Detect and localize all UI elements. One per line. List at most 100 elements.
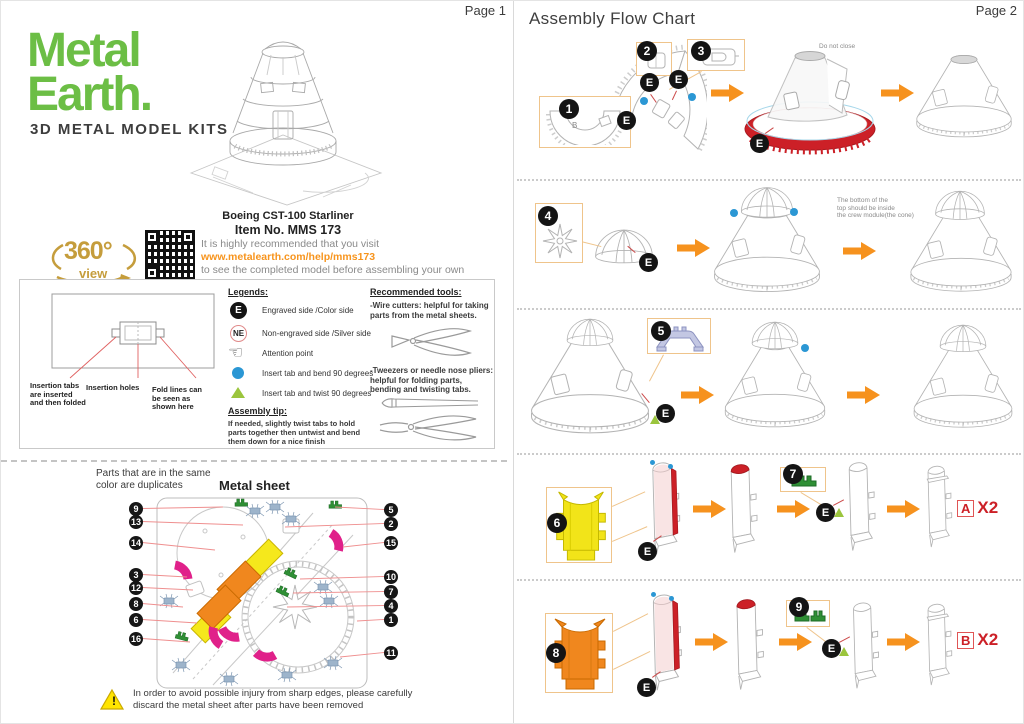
bend-dot-icon	[668, 464, 673, 469]
assembly-tip-text: If needed, slightly twist tabs to hold p…	[228, 419, 361, 446]
flow-arrow-icon	[847, 385, 881, 405]
warning-exclamation: !	[112, 694, 116, 708]
recommendation-line-1: It is highly recommended that you visit	[201, 238, 379, 250]
part-number: 2	[384, 517, 398, 531]
help-url-link[interactable]: www.metalearth.com/help/mms173	[201, 251, 376, 263]
part-number: 15	[384, 536, 398, 550]
legend-attention: Attention point	[262, 349, 314, 358]
part-number: 14	[129, 536, 143, 550]
engraved-badge: E	[638, 542, 657, 561]
dome-on-cone	[939, 324, 987, 352]
dome-on-cone	[751, 321, 799, 349]
part-number: 13	[129, 515, 143, 529]
dome-on-cone	[741, 187, 793, 219]
legend-engraved: Engraved side /Color side	[262, 306, 354, 315]
engraved-badge: E	[656, 404, 675, 423]
legend-non-engraved: Non-engraved side /Silver side	[262, 329, 371, 338]
qr-code-icon	[143, 228, 197, 282]
flow-chart-title: Assembly Flow Chart	[529, 9, 696, 28]
part-number: 5	[384, 503, 398, 517]
heat-shield-part	[546, 110, 626, 145]
step-4-badge: 4	[538, 206, 558, 226]
part-number: 10	[384, 570, 398, 584]
flow-arrow-icon	[693, 499, 727, 519]
engraved-badge: E	[750, 134, 769, 153]
twist-triangle-icon	[839, 647, 849, 656]
wire-cutters-icon	[391, 328, 473, 356]
bend-dot-icon	[730, 209, 738, 217]
row-separator	[517, 579, 1021, 581]
engraved-badge: E	[816, 503, 835, 522]
flow-arrow-icon	[843, 241, 877, 261]
legend-bend: Insert tab and bend 90 degrees	[262, 369, 374, 378]
warning-line-2: discard the metal sheet after parts have…	[133, 700, 364, 711]
assembly-tip-title: Assembly tip:	[228, 406, 288, 416]
flow-arrow-icon	[681, 385, 715, 405]
flow-arrow-icon	[677, 238, 711, 258]
duplicate-b-label: B X2	[957, 630, 998, 650]
page-divider	[513, 1, 514, 723]
bend-dot-icon	[640, 97, 648, 105]
metal-sheet-diagram	[141, 497, 385, 689]
duplicate-a-letter: A	[957, 499, 975, 517]
flow-arrow-icon	[887, 499, 921, 519]
badge-360-view: 360° view	[47, 233, 141, 287]
part-b-mark: B	[572, 121, 578, 130]
step-6-badge: 6	[547, 513, 567, 533]
step-3-badge: 3	[691, 41, 711, 61]
tool-tweezers-text: -Tweezers or needle nose pliers: helpful…	[370, 366, 494, 394]
recommendation-block: It is highly recommended that you visit …	[201, 238, 464, 277]
page-1-label: Page 1	[464, 3, 506, 18]
row-separator	[517, 453, 1021, 455]
warning-triangle-icon	[99, 688, 125, 710]
pillar-with-red-side	[652, 594, 682, 691]
step-8-part-box	[545, 613, 613, 693]
engraved-badge: E	[640, 73, 659, 92]
duplicate-a-count: X2	[977, 498, 999, 517]
dome-on-cone	[566, 318, 614, 346]
part-number: 6	[129, 613, 143, 627]
duplicate-a-label: A X2	[957, 498, 998, 518]
bend-dot-icon	[669, 596, 674, 601]
part-number: 3	[129, 568, 143, 582]
flow-arrow-icon	[887, 632, 921, 652]
non-engraved-badge-icon: NE	[230, 325, 247, 342]
pillar-complete	[926, 603, 953, 686]
logo-line-2: Earth.	[27, 68, 153, 121]
page-2-label: Page 2	[975, 3, 1017, 18]
pillar-assembly	[848, 462, 876, 551]
bend-dot-icon	[790, 208, 798, 216]
legends-title: Legends:	[228, 287, 269, 297]
pillar-complete	[926, 465, 953, 548]
flow-arrow-icon	[881, 83, 915, 103]
engraved-badge: E	[639, 253, 658, 272]
metal-sheet-title: Metal sheet	[219, 478, 290, 493]
legend-twist: Insert tab and twist 90 degrees	[262, 389, 372, 398]
badge-360-value: 360°	[64, 237, 113, 265]
engraved-badge: E	[617, 111, 636, 130]
engraved-badge: E	[822, 639, 841, 658]
twist-triangle-icon	[834, 508, 844, 517]
page1-separator	[1, 460, 507, 462]
step-1-part-box	[539, 96, 631, 148]
bend-dot-icon	[232, 367, 244, 379]
legend-box: Insertion tabs are inserted and then fol…	[19, 279, 495, 449]
part-number: 12	[129, 581, 143, 595]
pillar-with-red-side	[652, 462, 681, 555]
part-number: 4	[384, 599, 398, 613]
fold-label-folds: Fold lines can be seen as shown here	[152, 385, 203, 411]
product-title: Boeing CST-100 Starliner	[222, 210, 354, 222]
attention-hand-icon: ☜	[228, 343, 244, 362]
part-number: 8	[129, 597, 143, 611]
part-number: 9	[129, 502, 143, 516]
capsule-line-art	[189, 41, 383, 206]
tweezers-icon	[381, 398, 479, 408]
fold-label-holes: Insertion holes	[86, 383, 140, 392]
step-5-badge: 5	[651, 321, 671, 341]
flow-arrow-icon	[695, 632, 729, 652]
step-8-badge: 8	[546, 643, 566, 663]
warning-line-1: In order to avoid possible injury from s…	[133, 688, 413, 699]
metal-earth-logo: Metal Earth.	[27, 27, 153, 121]
step-2-badge: 2	[637, 41, 657, 61]
